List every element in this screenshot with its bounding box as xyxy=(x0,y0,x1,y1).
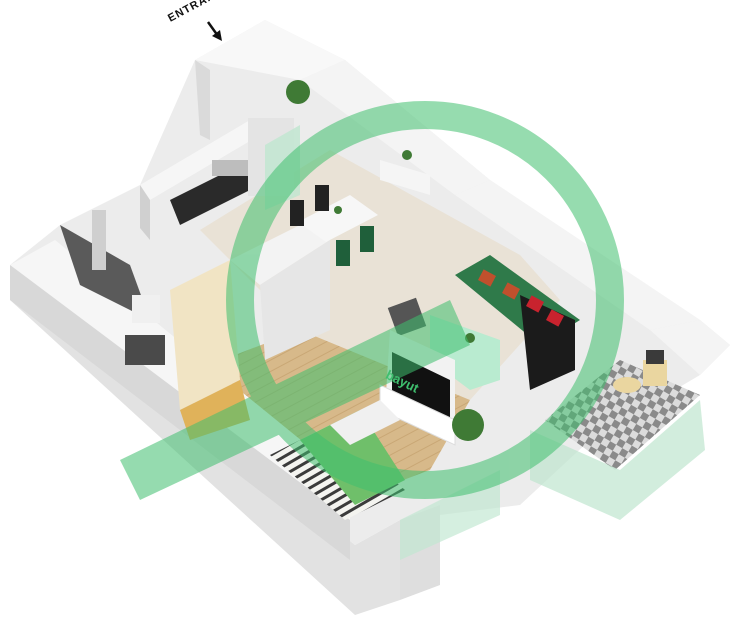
sofa xyxy=(387,255,580,390)
terrace-furniture xyxy=(613,350,667,393)
bathroom xyxy=(60,210,165,365)
plant-icons xyxy=(286,80,484,441)
balcony-glass-railing xyxy=(530,400,705,520)
terrace-tiles xyxy=(545,360,700,470)
arrow-down-icon xyxy=(206,21,222,41)
dining-set xyxy=(290,160,430,266)
bayut-watermark-logo xyxy=(120,101,624,500)
